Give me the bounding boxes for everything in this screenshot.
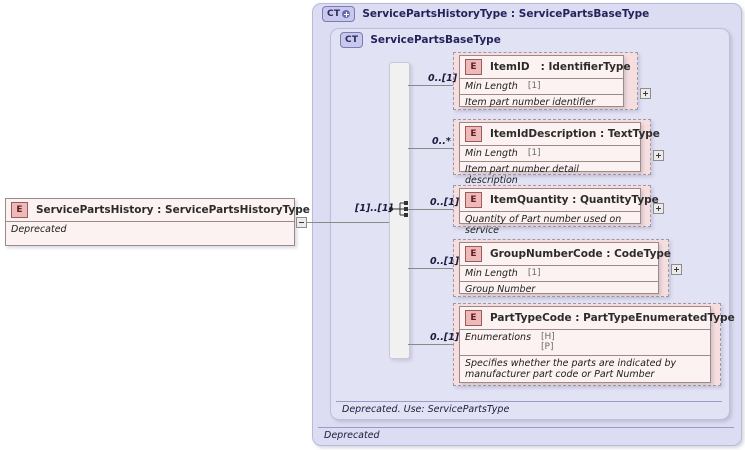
separator: : (507, 8, 519, 20)
element-badge-icon: E (465, 246, 482, 262)
element-type: IdentifierType (548, 61, 631, 73)
element-badge-icon: E (11, 202, 28, 218)
ct-badge-icon[interactable]: CT (340, 32, 364, 48)
element-name: ServicePartsHistory (36, 204, 154, 216)
facet-value: [P] (541, 342, 554, 353)
expand-toggle-groupnumbercode[interactable] (671, 264, 682, 275)
facet-name: Min Length (465, 148, 518, 159)
complextype-outer-title: ServicePartsHistoryType : ServicePartsBa… (362, 8, 649, 20)
collapse-toggle-root-element[interactable] (296, 217, 307, 228)
element-documentation: Deprecated (6, 221, 294, 237)
element-type: CodeType (614, 248, 672, 260)
expand-toggle-itemiddescription[interactable] (653, 150, 664, 161)
element-box-itemiddescription[interactable]: E ItemIdDescription : TextType Min Lengt… (459, 122, 660, 186)
element-facet-row: Min Length [1] (460, 265, 658, 281)
element-title-row: E GroupNumberCode : CodeType (460, 243, 671, 265)
connector-sequence-to-itemiddescription (408, 148, 453, 149)
cardinality-groupnumbercode: 0..[1] (430, 256, 460, 267)
element-name-label: PartTypeCode : PartTypeEnumeratedType (490, 312, 735, 324)
facet-value: [1] (527, 148, 541, 158)
element-title-row: E ItemQuantity : QuantityType (460, 189, 659, 211)
element-facet-row: Min Length [1] (460, 145, 640, 161)
element-type: TextType (607, 128, 660, 140)
element-name-label: ItemIdDescription : TextType (490, 128, 660, 140)
element-name-label: ItemQuantity : QuantityType (490, 194, 659, 206)
sequence-compositor-icon (388, 201, 408, 217)
element-box-parttypecode[interactable]: E PartTypeCode : PartTypeEnumeratedType … (459, 306, 735, 383)
element-documentation: Specifies whether the parts are indicate… (460, 354, 710, 383)
element-name: ItemID (490, 61, 530, 73)
element-box-itemid[interactable]: E ItemID : IdentifierType Min Length [1]… (459, 55, 631, 110)
complextype-outer-base: ServicePartsBaseType (518, 8, 650, 20)
element-type: QuantityType (579, 194, 659, 206)
facet-name: Min Length (465, 268, 518, 279)
element-box-itemquantity[interactable]: E ItemQuantity : QuantityType Quantity o… (459, 188, 659, 236)
connector-sequence-to-groupnumbercode (408, 268, 453, 269)
element-name-label: GroupNumberCode : CodeType (490, 248, 671, 260)
connector-sequence-to-itemquantity (408, 209, 453, 210)
element-badge-icon: E (465, 126, 482, 142)
separator: : (536, 61, 549, 73)
element-title-row: E ItemIdDescription : TextType (460, 123, 660, 145)
element-badge-icon: E (465, 192, 482, 208)
connector-sequence-to-itemid (408, 85, 453, 86)
compositor-cardinality: [1]..[1] (355, 203, 393, 214)
cardinality-itemiddescription: 0..* (432, 136, 451, 147)
element-title-row: E PartTypeCode : PartTypeEnumeratedType (460, 307, 735, 329)
element-name-label: ServicePartsHistory : ServicePartsHistor… (36, 204, 310, 216)
facet-value: [1] (527, 81, 541, 91)
complextype-inner-title: ServicePartsBaseType (370, 34, 501, 46)
element-documentation: Group Number (460, 281, 658, 297)
element-badge-icon: E (465, 310, 482, 326)
facet-name: Min Length (465, 81, 518, 92)
element-badge-icon: E (465, 59, 482, 75)
element-facet-row: Enumerations [H] [P] (460, 329, 710, 355)
facet-name: Enumerations (465, 332, 532, 343)
outer-container-annotation: Deprecated (318, 427, 734, 441)
element-name: ItemIdDescription (490, 128, 597, 140)
separator: : (571, 312, 584, 324)
element-name: GroupNumberCode (490, 248, 603, 260)
cardinality-parttypecode: 0..[1] (430, 332, 460, 343)
ct-badge-label: CT (345, 34, 359, 45)
facet-value: [1] (527, 268, 541, 278)
element-name-label: ItemID : IdentifierType (490, 61, 631, 73)
complextype-outer-header: CT ServicePartsHistoryType : ServicePart… (322, 6, 649, 22)
facet-value: [H] (541, 332, 555, 342)
facet-values: [H] [P] (541, 332, 555, 353)
separator: : (568, 194, 580, 206)
element-box-service-parts-history[interactable]: E ServicePartsHistory : ServicePartsHist… (5, 198, 310, 246)
expand-toggle-itemid[interactable] (640, 88, 651, 99)
ct-badge-label: CT (327, 8, 341, 19)
complextype-inner-header: CT ServicePartsBaseType (340, 32, 501, 48)
element-documentation: Item part number identifier (460, 94, 623, 110)
element-documentation: Quantity of Part number used on service (460, 211, 640, 239)
cardinality-itemquantity: 0..[1] (430, 197, 460, 208)
inner-container-annotation: Deprecated. Use: ServicePartsType (336, 401, 722, 415)
element-documentation: Item part number detail description (460, 161, 640, 189)
complextype-outer-name: ServicePartsHistoryType (362, 8, 508, 20)
ct-plus-badge-icon[interactable]: CT (322, 6, 356, 22)
connector-sequence-to-parttypecode (408, 344, 453, 345)
element-type: PartTypeEnumeratedType (583, 312, 735, 324)
element-box-groupnumbercode[interactable]: E GroupNumberCode : CodeType Min Length … (459, 242, 671, 297)
element-title-row: E ItemID : IdentifierType (460, 56, 631, 78)
element-title-row: E ServicePartsHistory : ServicePartsHist… (6, 199, 310, 221)
cardinality-itemid: 0..[1] (428, 73, 458, 84)
separator: : (602, 248, 615, 260)
separator: : (596, 128, 608, 140)
element-type: ServicePartsHistoryType (165, 204, 310, 216)
connector-root-to-sequence (307, 222, 389, 223)
element-facet-row: Min Length [1] (460, 78, 623, 94)
plus-dot-icon (342, 10, 351, 18)
expand-toggle-itemquantity[interactable] (653, 203, 664, 214)
separator: : (153, 204, 166, 216)
element-name: ItemQuantity (490, 194, 569, 206)
element-name: PartTypeCode (490, 312, 572, 324)
